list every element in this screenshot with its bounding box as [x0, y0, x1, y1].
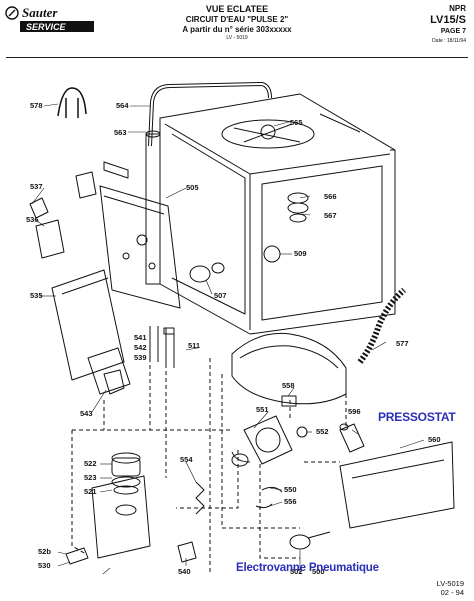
exploded-view-diagram: 578 564 565 563 537 505 566 567 509 536 … — [0, 58, 474, 574]
diagram-canvas: 578 564 565 563 537 505 566 567 509 536 … — [26, 82, 455, 574]
part-label-558: 558 — [282, 381, 295, 390]
part-label-522: 522 — [84, 459, 97, 468]
footer-date: 02 - 94 — [440, 588, 464, 597]
part-label-552: 552 — [316, 427, 329, 436]
part-507-ring — [189, 265, 211, 283]
part-509-seal — [263, 245, 281, 263]
part-578-clip — [57, 87, 87, 118]
part-label-511: 511 — [188, 341, 200, 350]
part-label-536: 536 — [26, 215, 39, 224]
model-type: NPR — [449, 4, 466, 13]
serial-note: A partir du n° série 303xxxxx — [182, 25, 292, 34]
part-label-502: 502 — [290, 567, 303, 574]
part-label-505: 505 — [186, 183, 199, 192]
part-label-530: 530 — [38, 561, 51, 570]
sauter-service-logo: Sauter SERVICE — [4, 4, 102, 34]
brand-service: SERVICE — [26, 22, 67, 32]
part-label-500: 500 — [312, 567, 325, 574]
footer-ref: LV-5019 — [436, 579, 464, 588]
part-label-535: 535 — [30, 291, 43, 300]
part-520-reservoir — [91, 475, 151, 559]
brand-name: Sauter — [22, 5, 58, 20]
part-label-556: 556 — [284, 497, 297, 506]
part-label-542: 542 — [134, 343, 147, 352]
tub-cabinet — [159, 93, 396, 335]
part-label-551: 551 — [256, 405, 269, 414]
header-divider — [6, 57, 468, 58]
part-label-564: 564 — [116, 101, 129, 110]
part-566-567-fitting — [287, 192, 309, 223]
part-label-52b: 52b — [38, 547, 51, 556]
sub-reference: LV - 5019 — [226, 35, 248, 41]
part-556-hose — [255, 503, 273, 509]
connector-group — [149, 326, 175, 368]
header-right: NPR LV15/S PAGE 7 Date : 18/11/94 — [396, 4, 466, 45]
part-543-elbow — [103, 369, 125, 395]
part-552-valve — [296, 426, 308, 438]
part-labels: 578 564 565 563 537 505 566 567 509 536 … — [26, 101, 441, 574]
part-label-540: 540 — [178, 567, 191, 574]
part-label-577: 577 — [396, 339, 409, 348]
part-label-543: 543 — [80, 409, 93, 418]
model-name: LV15/S — [430, 14, 466, 26]
part-537-cap — [29, 197, 49, 219]
part-554-spring — [195, 481, 205, 515]
part-564-pipe — [148, 82, 272, 147]
part-563-vertical-pipe — [145, 130, 161, 285]
header-date: Date : 18/11/94 — [432, 38, 466, 44]
pressostat-annotation: PRESSOSTAT — [378, 410, 456, 424]
header-center: VUE ECLATEE CIRCUIT D'EAU "PULSE 2" A pa… — [132, 4, 342, 42]
part-label-509: 509 — [294, 249, 307, 258]
part-535-dispenser — [35, 219, 131, 395]
part-560-base — [339, 441, 455, 529]
part-label-567: 567 — [324, 211, 337, 220]
electrovanne-annotation: Electrovanne Pneumatique — [236, 562, 379, 574]
part-505-panel — [75, 161, 181, 309]
part-label-596: 596 — [348, 407, 361, 416]
part-label-539: 539 — [134, 353, 147, 362]
brand-logo-graphic: Sauter SERVICE — [5, 5, 94, 32]
part-label-537: 537 — [30, 182, 43, 191]
part-label-554: 554 — [180, 455, 193, 464]
part-550-seal — [261, 486, 283, 493]
footer-reference: LV-5019 02 - 94 — [437, 579, 464, 597]
part-label-550: 550 — [284, 485, 297, 494]
part-label-523: 523 — [84, 473, 97, 482]
part-label-563: 563 — [114, 128, 127, 137]
page-number: PAGE 7 — [440, 28, 466, 35]
part-530-clamp — [65, 547, 89, 565]
part-540-bracket — [177, 541, 197, 563]
part-596-pressostat — [339, 423, 365, 453]
part-label-565: 565 — [290, 118, 303, 127]
part-500-502-valve — [289, 531, 331, 550]
page-subtitle: CIRCUIT D'EAU "PULSE 2" — [185, 15, 289, 24]
part-label-578: 578 — [30, 101, 43, 110]
part-522-filter — [111, 452, 141, 495]
part-label-560: 560 — [428, 435, 441, 444]
part-label-541: 541 — [134, 333, 147, 342]
page-title: VUE ECLATEE — [205, 4, 269, 14]
part-551-pump — [231, 415, 293, 467]
label-leaders — [31, 103, 425, 574]
part-label-521: 521 — [84, 487, 97, 496]
dashed-leaders — [71, 358, 347, 574]
sump-assembly — [231, 332, 347, 407]
part-label-566: 566 — [324, 192, 337, 201]
part-label-507: 507 — [214, 291, 227, 300]
